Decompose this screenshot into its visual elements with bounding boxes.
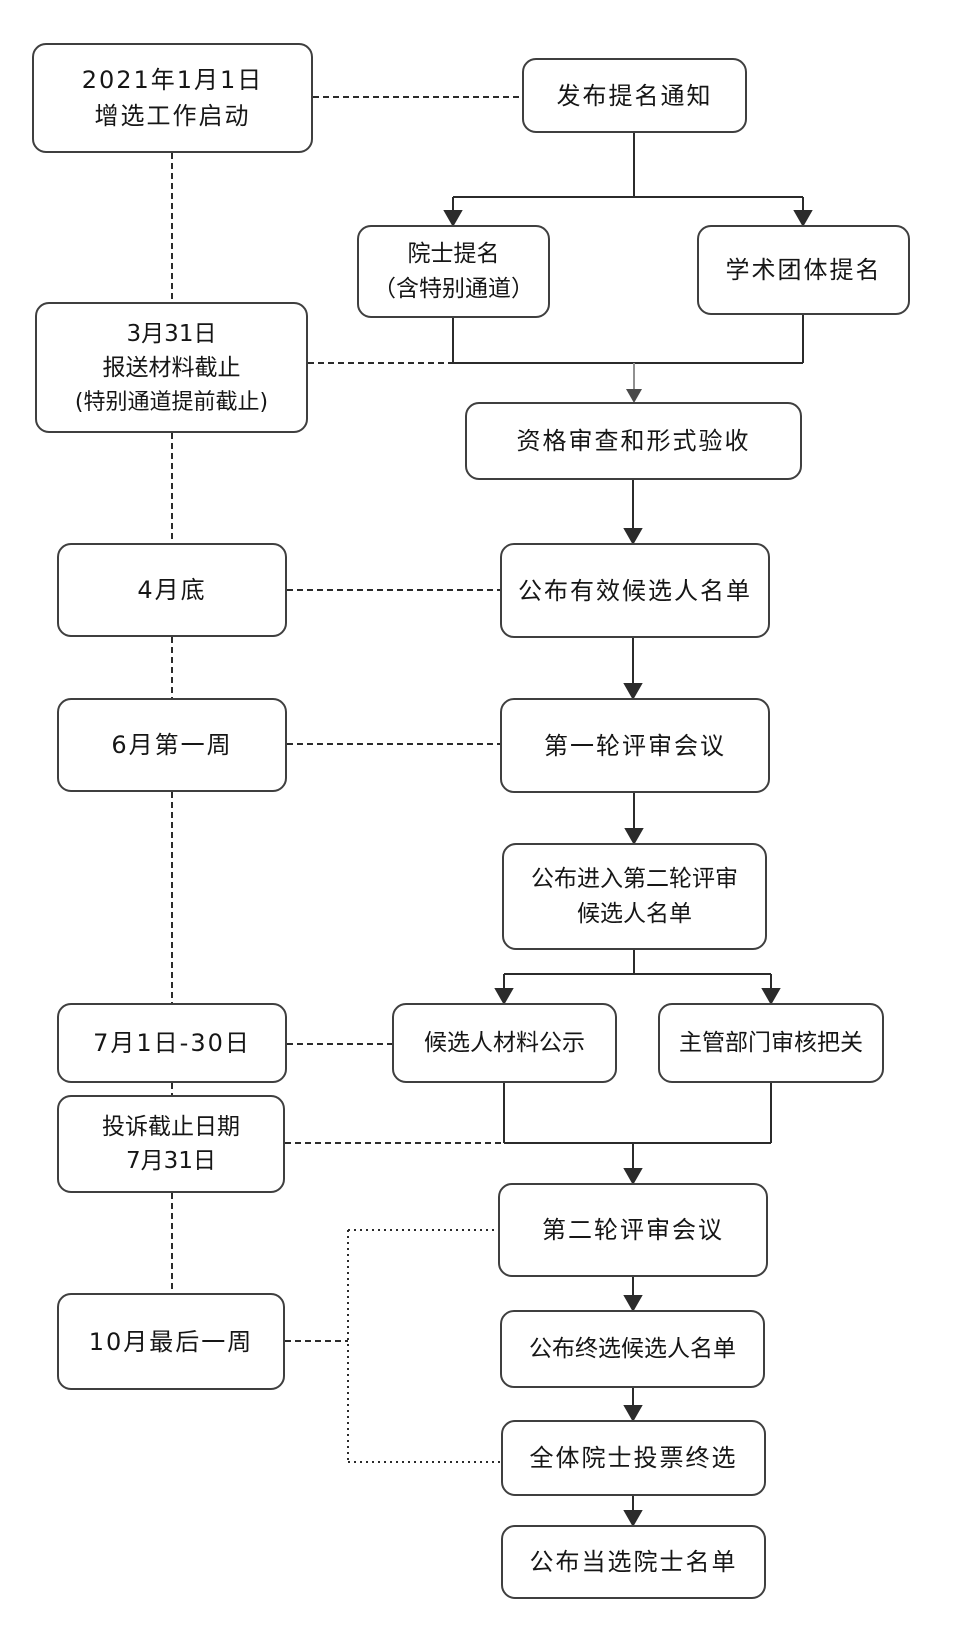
node-label-line: 报送材料截止 xyxy=(102,355,241,381)
node-label-line: 增选工作启动 xyxy=(94,102,251,130)
node-label-line: 6月第一周 xyxy=(111,731,233,759)
connector-second-round-to-final-list xyxy=(623,1277,643,1313)
node-july-1-30: 7月1日-30日 xyxy=(57,1003,287,1083)
node-label-line: 7月31日 xyxy=(126,1148,216,1174)
arrowhead xyxy=(793,210,813,228)
arrowhead xyxy=(626,389,642,403)
node-label-line: 7月1日-30日 xyxy=(93,1029,251,1057)
arrowhead xyxy=(623,1510,643,1528)
connector-vote-to-elected-list xyxy=(623,1496,643,1528)
solid-connectors xyxy=(443,133,813,1528)
node-label-line: 院士提名 xyxy=(407,241,500,267)
dashed-connectors xyxy=(171,96,522,1342)
node-publish-second-round-candidates: 公布进入第二轮评审 候选人名单 xyxy=(502,843,767,950)
node-label-line: 学术团体提名 xyxy=(725,256,882,284)
node-label-line: 发布提名通知 xyxy=(556,81,713,110)
arrowhead xyxy=(443,210,463,228)
node-label-line: 公布有效候选人名单 xyxy=(518,576,752,605)
node-material-deadline: 3月31日 报送材料截止 (特别通道提前截止) xyxy=(35,302,308,433)
arrowhead xyxy=(623,1405,643,1423)
node-candidate-material-publicity: 候选人材料公示 xyxy=(392,1003,617,1083)
node-end-of-april: 4月底 xyxy=(57,543,287,637)
node-complaint-deadline: 投诉截止日期 7月31日 xyxy=(57,1095,285,1193)
node-label-line: 候选人材料公示 xyxy=(424,1029,585,1056)
node-label-line: 全体院士投票终选 xyxy=(529,1444,738,1472)
connector-valid-list-to-first-round xyxy=(623,638,643,701)
node-label-line: 主管部门审核把关 xyxy=(679,1029,863,1056)
node-label-line: 公布当选院士名单 xyxy=(529,1548,738,1576)
node-label-line: 2021年1月1日 xyxy=(81,66,264,94)
arrowhead xyxy=(761,988,781,1006)
node-all-academicians-final-vote: 全体院士投票终选 xyxy=(501,1420,766,1496)
node-label-line: 10月最后一周 xyxy=(88,1327,254,1356)
arrowhead xyxy=(623,1168,643,1186)
node-label-line: 第一轮评审会议 xyxy=(544,731,726,760)
node-academician-nomination: 院士提名 （含特别通道） xyxy=(357,225,550,318)
node-label-line: 公布终选候选人名单 xyxy=(529,1335,736,1362)
node-second-round-review-meeting: 第二轮评审会议 xyxy=(498,1183,768,1277)
node-launch-date: 2021年1月1日 增选工作启动 xyxy=(32,43,313,153)
node-last-week-october: 10月最后一周 xyxy=(57,1293,285,1390)
connector-qualification-to-valid-list xyxy=(623,480,643,546)
node-publish-valid-candidate-list: 公布有效候选人名单 xyxy=(500,543,770,638)
node-first-week-june: 6月第一周 xyxy=(57,698,287,792)
node-label-line: 4月底 xyxy=(137,576,207,604)
node-label-line: 3月31日 xyxy=(126,320,217,347)
node-supervising-department-review: 主管部门审核把关 xyxy=(658,1003,884,1083)
node-publish-nomination-notice: 发布提名通知 xyxy=(522,58,747,133)
connector-first-round-to-second-list xyxy=(624,793,644,846)
node-qualification-review: 资格审查和形式验收 xyxy=(465,402,802,480)
arrowhead xyxy=(494,988,514,1006)
node-first-round-review-meeting: 第一轮评审会议 xyxy=(500,698,770,793)
connector-merge-to-qualification xyxy=(626,363,642,403)
node-label-line: 候选人名单 xyxy=(577,900,692,927)
node-label-line: 第二轮评审会议 xyxy=(542,1216,724,1244)
dotted-october-branch xyxy=(347,1229,501,1463)
node-label-line: 公布进入第二轮评审 xyxy=(531,866,738,892)
connector-second-list-split xyxy=(494,950,781,1006)
arrowhead xyxy=(623,1295,643,1313)
node-label-line: （含特别通道） xyxy=(373,275,534,302)
node-label-line: 资格审查和形式验收 xyxy=(516,427,751,455)
node-publish-final-candidate-list: 公布终选候选人名单 xyxy=(500,1310,765,1388)
arrowhead xyxy=(623,683,643,701)
node-academic-society-nomination: 学术团体提名 xyxy=(697,225,910,315)
node-label-line: (特别通道提前截止) xyxy=(74,389,269,415)
connector-notice-to-nominations xyxy=(443,133,813,228)
connector-publicity-review-merge xyxy=(503,1083,772,1186)
connector-final-list-to-vote xyxy=(623,1388,643,1423)
arrowhead xyxy=(623,528,643,546)
arrowhead xyxy=(624,828,644,846)
connector-nominations-merge xyxy=(452,315,804,364)
node-publish-elected-academician-list: 公布当选院士名单 xyxy=(501,1525,766,1599)
node-label-line: 投诉截止日期 xyxy=(102,1113,240,1140)
